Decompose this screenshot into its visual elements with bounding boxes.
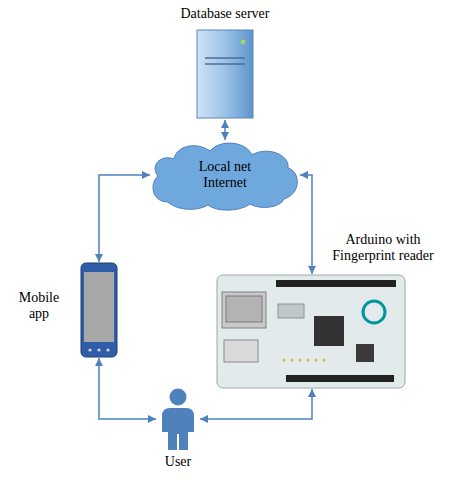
server-slot <box>205 57 245 59</box>
phone-button <box>97 348 100 351</box>
server-led <box>241 40 246 45</box>
person-body <box>162 408 194 450</box>
led <box>283 359 286 362</box>
pin-header <box>286 375 394 382</box>
server-slot <box>205 63 245 65</box>
node-label: Mobile app <box>8 290 70 322</box>
ethernet-jack <box>222 292 266 328</box>
ethernet-port <box>226 296 262 322</box>
led <box>291 359 294 362</box>
connector-arrow <box>200 389 312 419</box>
connector-arrow <box>99 358 156 419</box>
phone-screen <box>84 272 114 342</box>
phone-button <box>106 348 109 351</box>
person-icon <box>156 388 200 450</box>
arduino-board <box>216 274 406 389</box>
connector-arrow <box>300 175 312 274</box>
user-node: User <box>148 388 208 488</box>
board-logo <box>363 301 385 323</box>
cloud-node: Local net Internet <box>150 140 300 210</box>
usb-port <box>224 340 258 362</box>
led <box>299 359 302 362</box>
server-icon <box>195 28 255 120</box>
chip <box>356 344 374 362</box>
wifi-module <box>278 304 304 318</box>
person-head <box>170 389 187 406</box>
led <box>307 359 310 362</box>
mobile-node: Mobile app <box>8 262 120 358</box>
node-label: User <box>148 454 208 470</box>
server-body <box>197 30 253 118</box>
pin-header <box>276 280 396 287</box>
node-label: Arduino with Fingerprint reader <box>322 232 444 264</box>
node-label: Database server <box>170 6 280 22</box>
connector-arrow <box>99 175 150 262</box>
cloud-outline <box>153 143 297 210</box>
led <box>315 359 318 362</box>
board-pcb <box>217 275 405 388</box>
chip <box>314 316 344 346</box>
node-label: Local net Internet <box>186 159 264 191</box>
connector-arrow <box>224 120 226 140</box>
phone-body <box>81 263 117 357</box>
arduino-node: Arduino with Fingerprint reader <box>216 232 446 392</box>
phone-button <box>88 348 91 351</box>
led <box>323 359 326 362</box>
phone-icon <box>80 262 118 358</box>
server-node: Database server <box>170 6 280 121</box>
